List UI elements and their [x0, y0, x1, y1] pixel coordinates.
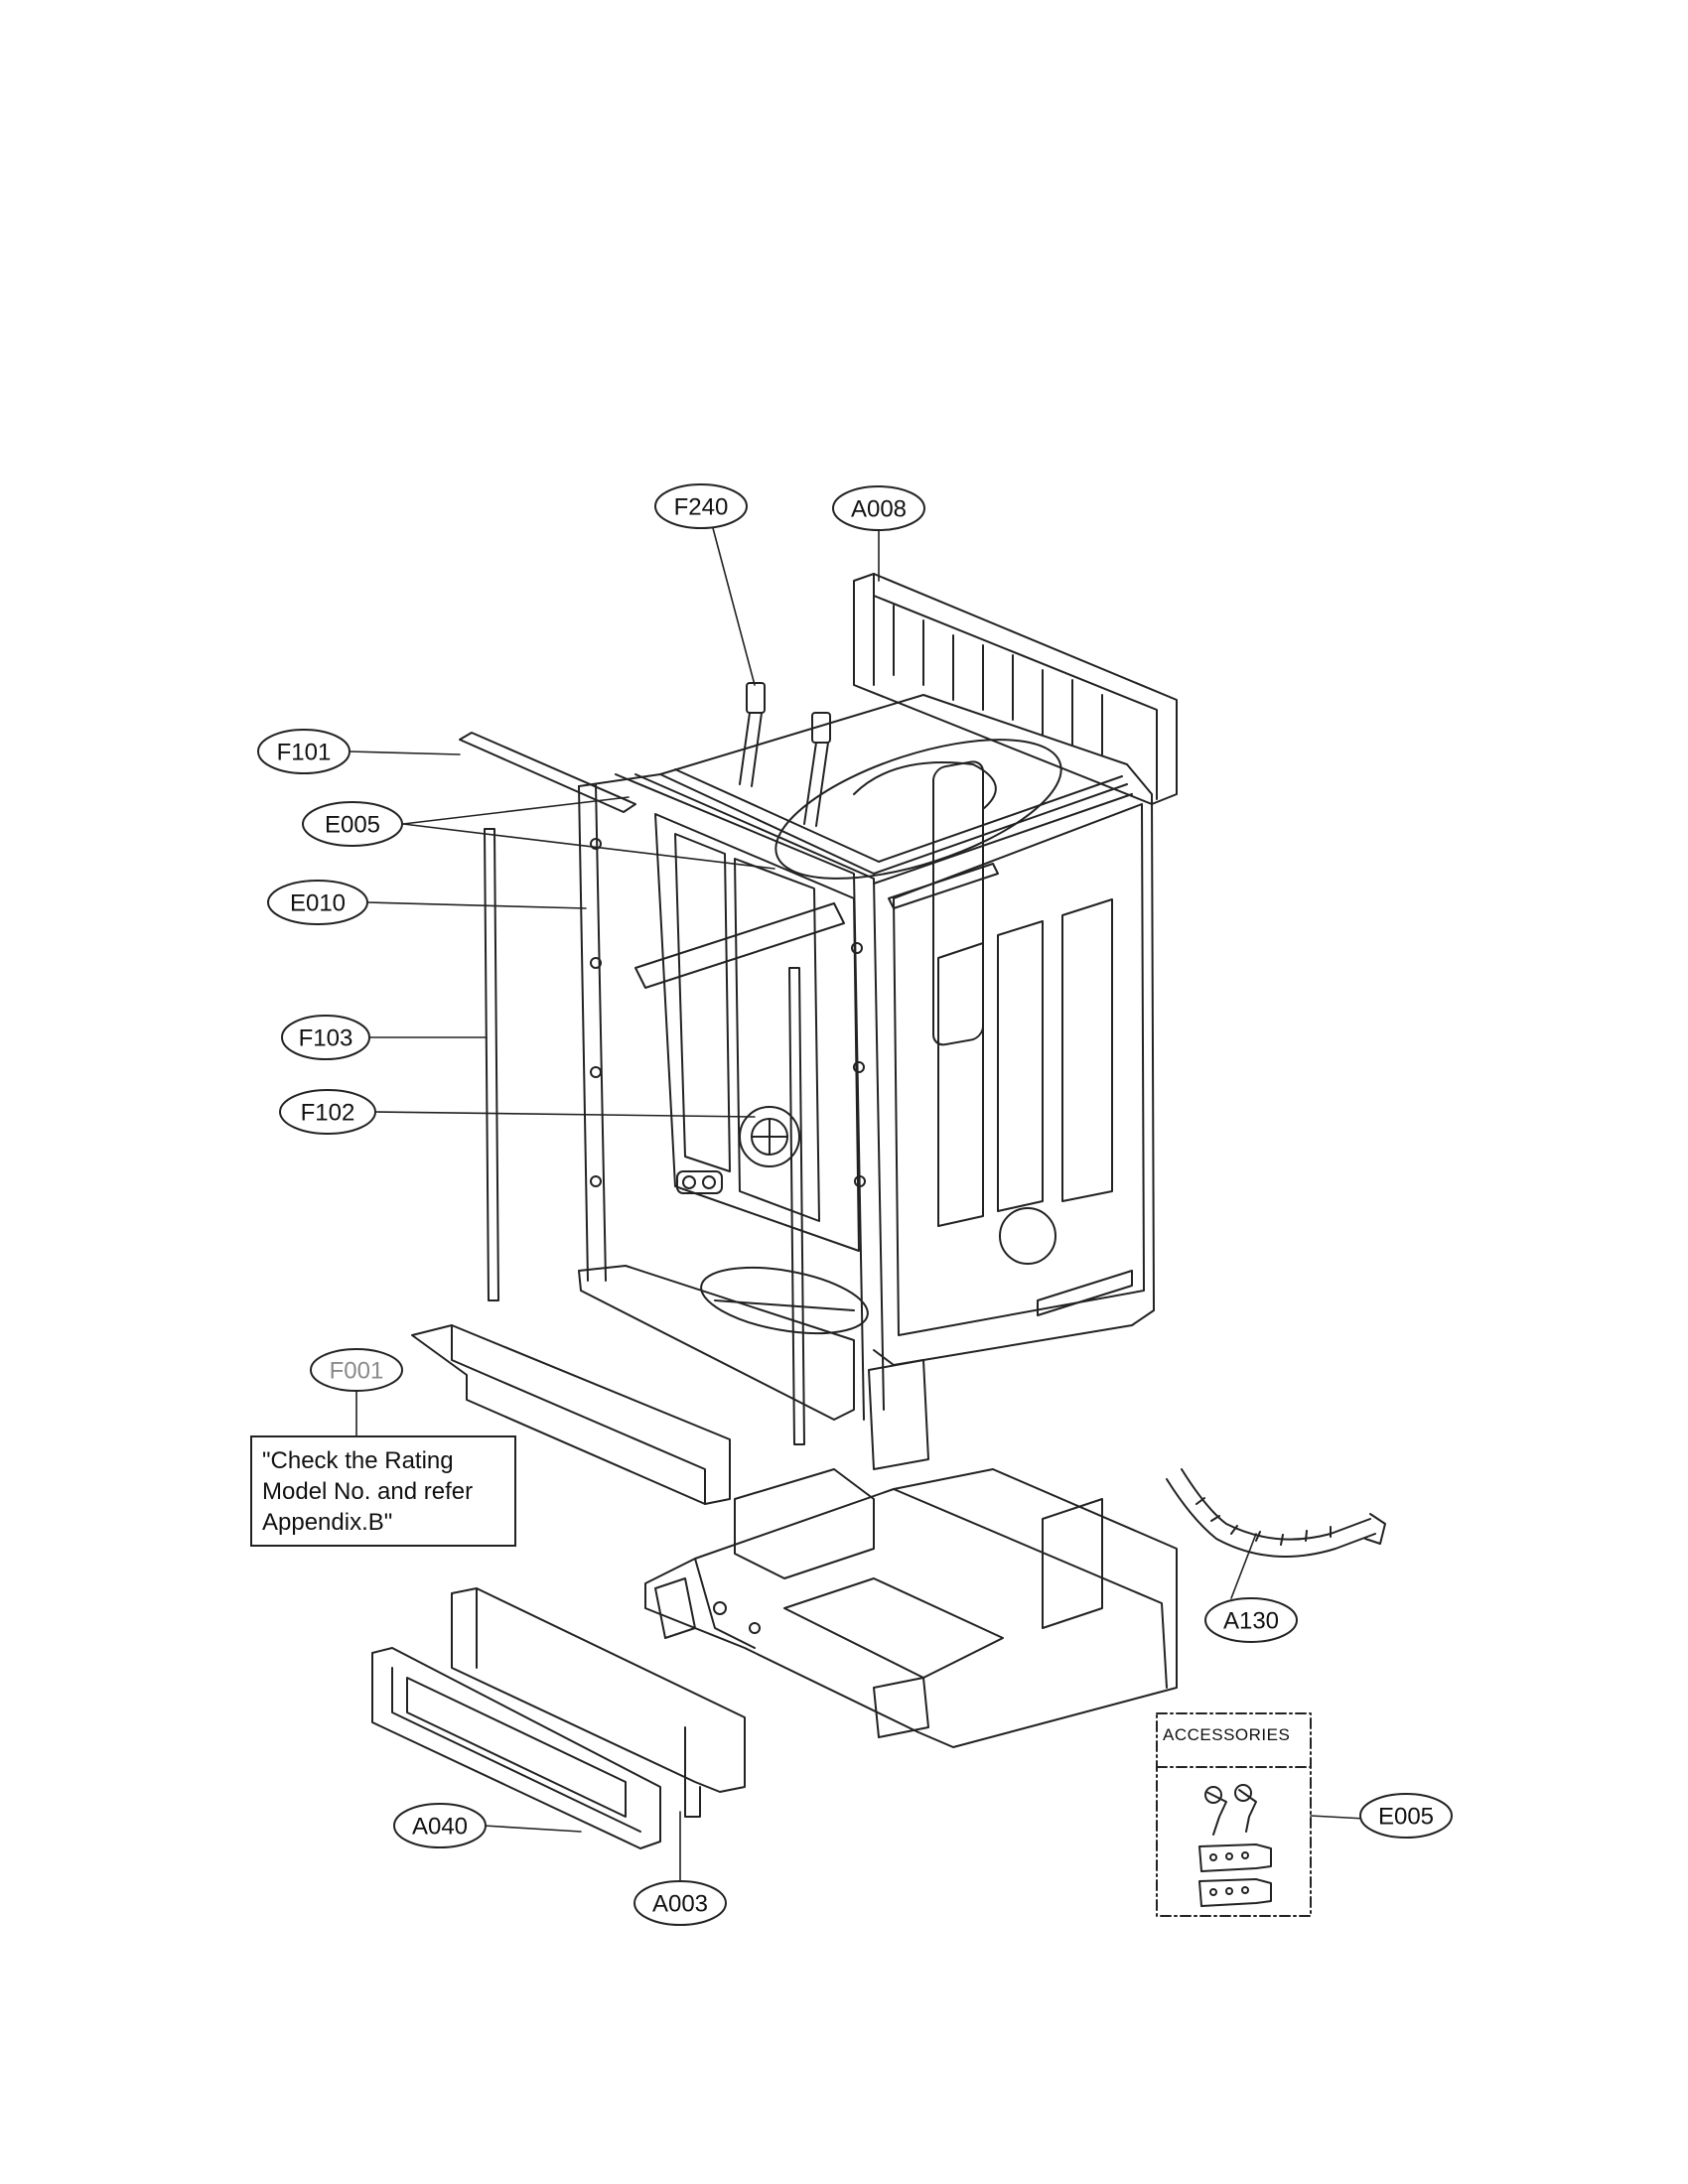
part-a040-panel — [371, 1647, 661, 1849]
part-a008-bracket — [853, 573, 1178, 805]
callout-a008-oval — [832, 485, 925, 531]
callout-e005-oval — [302, 801, 403, 847]
rating-note-box: "Check the Rating Model No. and refer Ap… — [250, 1435, 516, 1547]
callout-e005-label: E005 — [325, 812, 380, 839]
callout-a130-label: A130 — [1223, 1608, 1279, 1635]
callout-f240-oval — [654, 483, 748, 529]
rating-note-line-2: Model No. and refer — [262, 1478, 474, 1505]
callout-a130-oval — [1204, 1597, 1298, 1643]
part-f102-gasket — [788, 967, 805, 1445]
tub-assembly — [578, 694, 1155, 1421]
callout-f001-label: F001 — [330, 1358, 384, 1385]
callout-f001-oval — [310, 1348, 403, 1392]
callout-f101-label: F101 — [277, 740, 332, 766]
accessory-screws — [1204, 1784, 1257, 1836]
callout-e010-oval — [267, 880, 368, 925]
callout-a040-label: A040 — [412, 1814, 468, 1841]
callout-f102-oval — [279, 1089, 376, 1135]
part-f103-gasket — [484, 828, 499, 1301]
callout-a008-label: A008 — [851, 496, 907, 523]
callout-f240-label: F240 — [674, 494, 729, 521]
part-f240-hoses — [739, 682, 831, 827]
callout-a040-oval — [393, 1803, 487, 1848]
callout-f103-oval — [281, 1015, 370, 1060]
callout-f102-label: F102 — [301, 1100, 355, 1127]
part-f001-strip — [411, 1324, 731, 1505]
accessories-box — [1156, 1712, 1312, 1917]
accessory-hinge-brackets — [1198, 1843, 1272, 1907]
callout-a003-oval — [633, 1880, 727, 1926]
callout-f101-oval — [257, 729, 351, 774]
rating-note-line-1: "Check the Rating — [262, 1447, 454, 1474]
accessories-title: ACCESSORIES — [1163, 1725, 1291, 1744]
callout-e010-label: E010 — [290, 890, 346, 917]
leader-lines — [349, 525, 1366, 1882]
part-a003-bracket — [451, 1587, 746, 1818]
base-assembly — [644, 1359, 1178, 1748]
callout-e005-accessory-oval — [1359, 1793, 1453, 1839]
callout-a003-label: A003 — [652, 1891, 708, 1918]
rating-note-line-3: Appendix.B" — [262, 1509, 393, 1536]
part-a130-hose — [1166, 1468, 1386, 1558]
callout-e005-accessory-label: E005 — [1378, 1804, 1434, 1831]
callout-f103-label: F103 — [299, 1025, 353, 1052]
part-f101-strip — [459, 732, 636, 813]
